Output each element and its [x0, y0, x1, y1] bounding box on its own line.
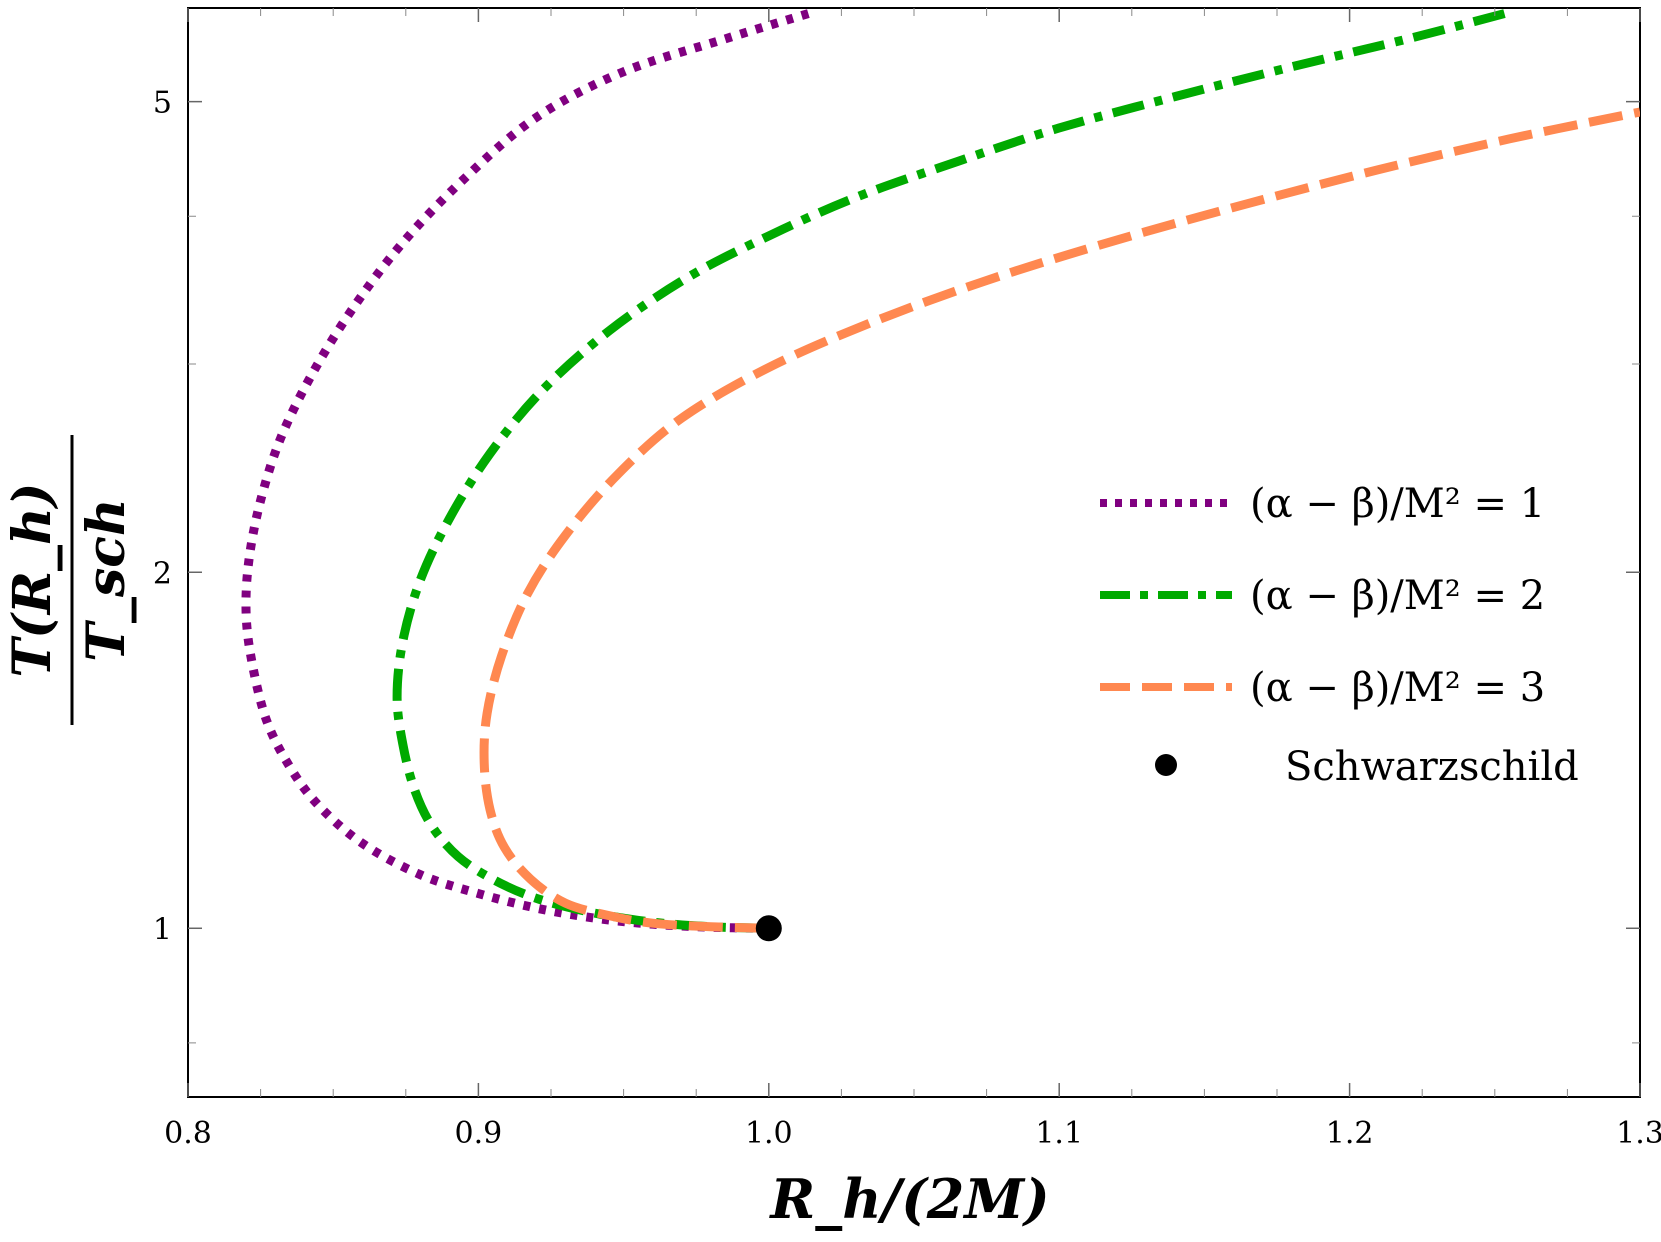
legend: (α − β)/M² = 1 (α − β)/M² = 2 (α − β)/M²… [1100, 481, 1579, 790]
legend-label-series-2: (α − β)/M² = 2 [1250, 573, 1545, 619]
y-tick-label: 5 [153, 86, 172, 121]
x-tick-label: 1.3 [1616, 1116, 1661, 1151]
plot-frame [187, 7, 1641, 1098]
legend-label-series-1: (α − β)/M² = 1 [1250, 481, 1545, 527]
legend-marker-schwarzschild [1155, 754, 1177, 776]
x-tick-label: 1.2 [1326, 1116, 1374, 1151]
y-tick-label: 1 [153, 912, 172, 947]
series-line-3 [479, 107, 1640, 933]
x-tick-label: 1.0 [745, 1116, 793, 1151]
x-tick-label: 0.9 [455, 1116, 503, 1151]
x-tick-label: 0.8 [164, 1116, 212, 1151]
y-axis-title-denominator: T_sch [76, 498, 137, 661]
legend-label-series-3: (α − β)/M² = 3 [1250, 665, 1545, 711]
y-axis-title: T(R_h) T_sch [2, 435, 137, 725]
point-schwarzschild [755, 915, 782, 942]
y-tick-label: 2 [153, 556, 172, 591]
legend-label-schwarzschild: Schwarzschild [1285, 744, 1579, 790]
series-line-2 [392, 8, 1511, 933]
series-line-1 [241, 8, 814, 933]
x-tick-label: 1.1 [1035, 1116, 1083, 1151]
y-axis-title-numerator: T(R_h) [2, 483, 63, 678]
x-axis-title: R_h/(2M) [768, 1167, 1049, 1231]
